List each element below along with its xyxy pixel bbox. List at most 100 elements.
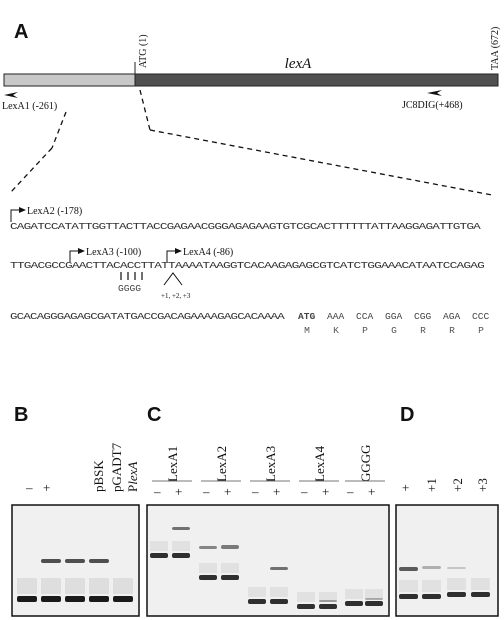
lane-sign-label: – <box>346 484 354 499</box>
lane-group-label: LexA4 <box>312 445 327 482</box>
gel-band <box>172 553 190 558</box>
gel-band <box>399 594 418 599</box>
taa-label: TAA (672) <box>490 27 501 70</box>
lane-label-b: pGADT7 <box>109 442 124 492</box>
lane-label-d: +2 <box>450 478 465 492</box>
gel-band <box>270 567 288 570</box>
lane-sign-label: – <box>300 484 308 499</box>
lane-sign-label: + <box>322 484 329 499</box>
gel-smear <box>297 592 315 602</box>
lexA4-bracket <box>166 250 176 262</box>
lane-label-b: + <box>43 480 50 495</box>
atg-label: ATG (1) <box>138 34 149 68</box>
codon: CGG <box>414 311 432 322</box>
lane-sign-label: + <box>273 484 280 499</box>
lane-sign-label: + <box>368 484 375 499</box>
aminoacid: R <box>420 325 426 336</box>
aminoacid: K <box>333 325 339 336</box>
gel-smear <box>270 587 288 597</box>
sequence-line-2: TTGACGCCGAACTTACACCTTATTAAAATAAGGTCACAAG… <box>10 260 485 271</box>
gel-band <box>297 604 315 609</box>
promoter-region-bar <box>3 73 136 87</box>
gel-smear <box>150 541 168 551</box>
primer-lexA1-label: LexA1 (-261) <box>2 101 57 112</box>
lane-group-label: LexA3 <box>263 446 278 482</box>
insertion-label: +1, +2, +3 <box>161 292 191 300</box>
lane-label-d: +1 <box>424 478 439 492</box>
aminoacid: G <box>391 325 397 336</box>
lane-label-b-prefix: P <box>125 485 140 492</box>
primer-lexA2-label: LexA2 (-178) <box>27 206 82 217</box>
jc8dig-arrow-icon <box>427 90 442 96</box>
gel-band <box>248 599 266 604</box>
lexA4-arrow-icon <box>175 248 182 254</box>
gel-band <box>17 596 37 602</box>
gel-band <box>471 592 490 597</box>
lane-sign-label: – <box>153 484 161 499</box>
lane-sign-label: – <box>251 484 259 499</box>
panel-d-label: D <box>400 404 414 426</box>
gel-band <box>447 567 466 569</box>
aminoacid-row: M K P G R R P <box>304 325 484 336</box>
lane-label-b: PlexA <box>125 462 140 492</box>
lexA3-arrow-icon <box>78 248 85 254</box>
lane-sign-label: + <box>175 484 182 499</box>
codon: GGA <box>385 311 403 322</box>
primer-jc8dig-label: JC8DIG(+468) <box>402 100 463 111</box>
gel-band <box>150 553 168 558</box>
gel-band <box>89 559 109 563</box>
gel-smear <box>41 578 61 594</box>
primer-lexA3-label: LexA3 (-100) <box>86 247 141 258</box>
aminoacid: M <box>304 325 310 336</box>
zoom-line-right-2 <box>149 129 493 196</box>
gel-band <box>319 600 337 602</box>
lane-label-d: +3 <box>475 478 490 492</box>
gel-band <box>65 596 85 602</box>
gel-band <box>447 592 466 597</box>
sequence-line-3: GCACAGGGAGAGCGATATGACCGACAGAAAAGAGCACAAA… <box>10 311 285 322</box>
lane-label-d: + <box>402 480 409 495</box>
gel-smear <box>471 578 490 590</box>
gel-band <box>399 567 418 571</box>
lane-group-label: GGGG <box>358 444 373 482</box>
gel-band <box>113 596 133 602</box>
lane-group-label: LexA2 <box>214 446 229 482</box>
gel-smear <box>65 578 85 594</box>
gel-smear <box>447 578 466 590</box>
lexA2-arrow-icon <box>19 207 26 213</box>
gel-smear <box>422 580 441 592</box>
gel-smear <box>17 578 37 594</box>
codon: AAA <box>327 311 345 322</box>
gel-band <box>319 604 337 609</box>
gggg-mutation-label: GGGG <box>118 283 141 294</box>
gel-d-bands <box>399 566 490 599</box>
gel-band <box>422 566 441 569</box>
lexA2-bracket <box>10 209 20 222</box>
gel-c-bands <box>150 527 383 609</box>
lexA3-bracket <box>69 250 79 262</box>
gel-band <box>221 545 239 549</box>
gene-name-label: lexA <box>285 56 312 72</box>
zoom-line-left-2 <box>9 147 53 194</box>
gel-smear <box>248 587 266 597</box>
gel-band <box>221 575 239 580</box>
panel-b-label: B <box>14 404 28 426</box>
codon: AGA <box>443 311 461 322</box>
gel-band <box>270 599 288 604</box>
gel-smear <box>365 589 383 599</box>
zoom-line-left <box>51 111 67 149</box>
lane-sign-label: + <box>224 484 231 499</box>
gel-band <box>199 546 217 549</box>
gel-smear <box>172 541 190 551</box>
gel-band <box>172 527 190 530</box>
codon: CCC <box>472 311 490 322</box>
lane-label-b-suffix: lexA <box>125 462 140 485</box>
gel-band <box>65 559 85 563</box>
codon: ATG <box>298 311 316 322</box>
aminoacid: P <box>478 325 484 336</box>
zoom-line-right <box>139 89 151 131</box>
mutation-ticks <box>120 272 143 280</box>
gel-band <box>365 601 383 606</box>
panel-c-label: C <box>147 404 161 426</box>
